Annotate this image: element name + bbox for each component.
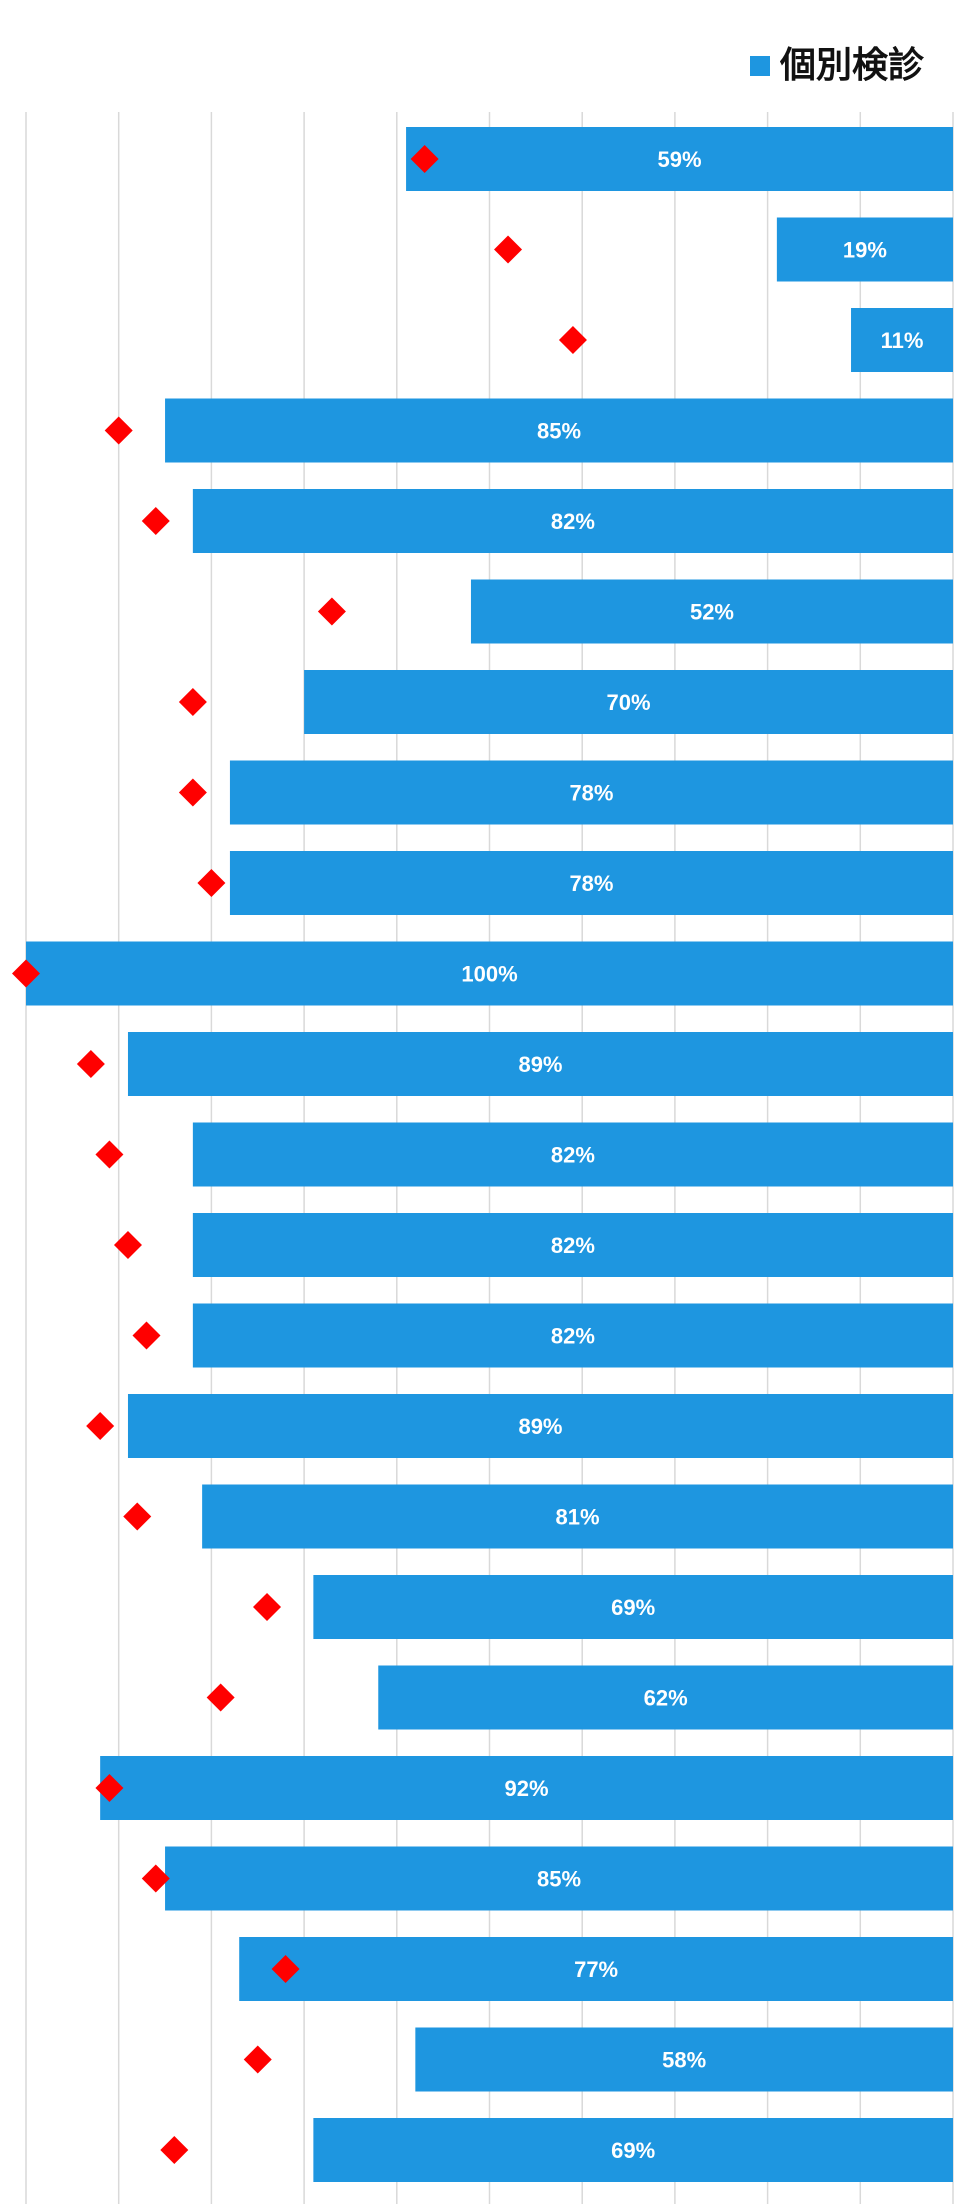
data-label: 77% bbox=[574, 1957, 618, 1982]
marker-diamond bbox=[178, 778, 207, 807]
data-label: 100% bbox=[461, 962, 517, 987]
bar bbox=[313, 2118, 953, 2182]
data-label: 62% bbox=[644, 1686, 688, 1711]
marker-diamond bbox=[12, 959, 40, 988]
data-label: 82% bbox=[551, 509, 595, 534]
bar bbox=[127, 1394, 954, 1458]
data-label: 11% bbox=[881, 328, 924, 353]
bar bbox=[378, 1665, 953, 1730]
marker-diamond bbox=[178, 688, 207, 716]
data-label: 19% bbox=[843, 238, 887, 263]
bar bbox=[229, 760, 953, 825]
legend-label: 個別検診 bbox=[779, 45, 924, 86]
bar bbox=[192, 489, 954, 553]
marker-diamond bbox=[410, 145, 439, 173]
bar bbox=[202, 1484, 953, 1549]
data-label: 81% bbox=[556, 1505, 600, 1530]
data-label: 78% bbox=[569, 781, 613, 806]
marker-diamond bbox=[132, 1321, 161, 1350]
marker-diamond bbox=[141, 1864, 170, 1893]
data-label: 69% bbox=[611, 2138, 655, 2163]
markers bbox=[12, 145, 587, 2164]
bar bbox=[192, 1213, 954, 1277]
marker-diamond bbox=[243, 2045, 272, 2074]
data-label: 70% bbox=[607, 690, 651, 715]
data-labels: 59% 19% 11% 85% 82% 52% 70% 78% 78% 100% 89% 82% 82%… bbox=[461, 147, 923, 2163]
data-label: 92% bbox=[505, 1776, 549, 1801]
data-label: 59% bbox=[658, 147, 702, 172]
bar bbox=[851, 308, 953, 372]
bar bbox=[26, 941, 953, 1006]
data-label: 82% bbox=[551, 1324, 595, 1349]
bar bbox=[470, 579, 953, 644]
bar bbox=[192, 1122, 954, 1187]
marker-diamond bbox=[113, 1231, 142, 1259]
marker-diamond bbox=[95, 1774, 124, 1802]
bar bbox=[229, 851, 953, 915]
marker-diamond bbox=[141, 507, 170, 535]
marker-diamond bbox=[494, 235, 523, 264]
marker-diamond bbox=[206, 1683, 235, 1712]
marker-diamond bbox=[104, 416, 133, 445]
marker-diamond bbox=[253, 1593, 282, 1621]
data-label: 52% bbox=[690, 600, 734, 625]
data-label: 78% bbox=[569, 871, 613, 896]
bars bbox=[26, 127, 954, 2182]
data-label: 69% bbox=[611, 1595, 655, 1620]
data-label: 82% bbox=[551, 1143, 595, 1168]
legend: 個別検診 bbox=[749, 45, 924, 86]
data-label: 82% bbox=[551, 1233, 595, 1258]
bar bbox=[415, 2027, 954, 2092]
bar bbox=[776, 217, 953, 282]
data-label: 85% bbox=[537, 419, 581, 444]
marker-diamond bbox=[558, 326, 587, 354]
bar bbox=[165, 398, 954, 463]
data-label: 58% bbox=[662, 2048, 706, 2073]
marker-diamond bbox=[95, 1140, 124, 1169]
bar bbox=[192, 1303, 954, 1368]
legend-swatch bbox=[749, 56, 770, 76]
bar bbox=[165, 1846, 954, 1911]
bar bbox=[100, 1756, 953, 1820]
marker-diamond bbox=[86, 1412, 115, 1440]
data-label: 85% bbox=[537, 1867, 581, 1892]
bar bbox=[313, 1575, 953, 1639]
bar bbox=[304, 670, 954, 734]
bar bbox=[239, 1937, 953, 2001]
marker-diamond bbox=[160, 2136, 189, 2164]
data-label: 89% bbox=[518, 1414, 562, 1439]
marker-diamond bbox=[76, 1050, 105, 1078]
data-label: 89% bbox=[518, 1052, 562, 1077]
marker-diamond bbox=[197, 869, 226, 897]
marker-diamond bbox=[123, 1502, 152, 1531]
bar bbox=[406, 127, 953, 191]
marker-diamond bbox=[317, 597, 346, 626]
bar bbox=[127, 1032, 954, 1096]
marker-diamond bbox=[271, 1955, 300, 1983]
